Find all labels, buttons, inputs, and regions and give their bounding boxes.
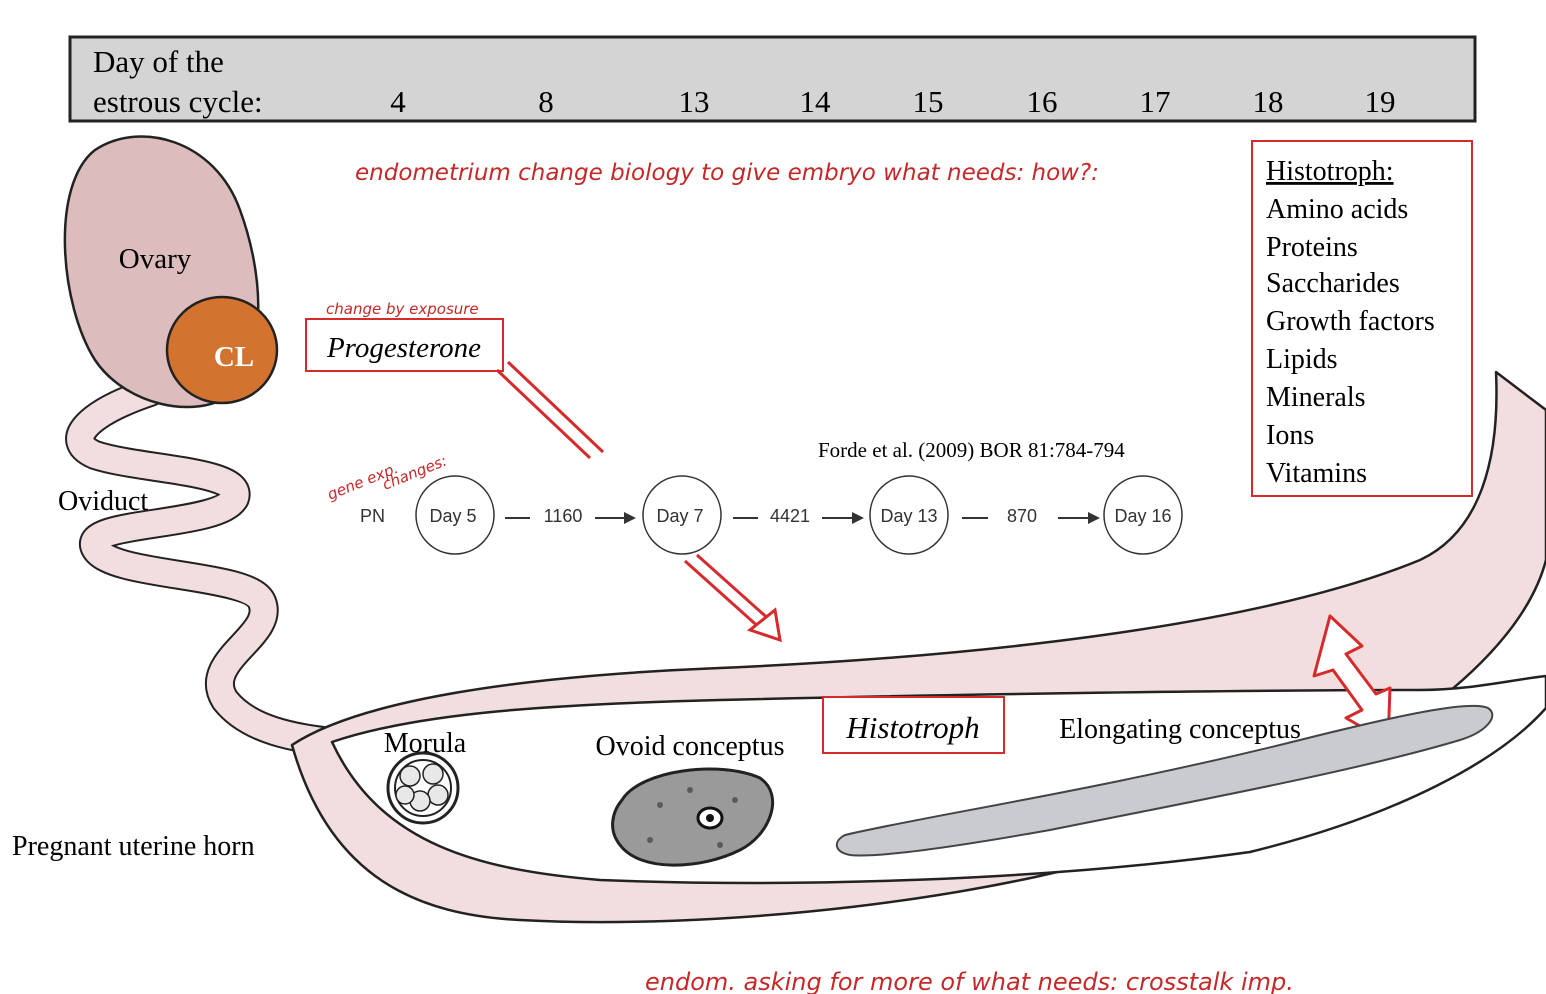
day-node (642, 475, 722, 555)
histotroph-arrow (683, 553, 782, 643)
header-label-line1: Day of the (93, 44, 224, 79)
citation: Forde et al. (2009) BOR 81:784-794 (818, 438, 1125, 462)
day-node (869, 475, 949, 555)
day-node (1103, 475, 1183, 555)
annotation-progesterone: change by exposure (326, 300, 479, 318)
histotroph-label-box: Histotroph (822, 696, 1005, 754)
annotation-top: endometrium change biology to give embry… (355, 160, 1099, 186)
morula: Morula (384, 728, 467, 825)
oviduct-label: Oviduct (58, 486, 148, 517)
day-node-label: Day 13 (880, 506, 937, 526)
header-bar (68, 35, 1477, 123)
day-node-label: Day 5 (429, 506, 476, 526)
histotroph-item: Amino acids (1266, 194, 1408, 225)
ovoid-label: Ovoid conceptus (596, 731, 785, 762)
uterine-horn-label: Pregnant uterine horn (12, 831, 255, 862)
histotroph-item: Proteins (1266, 232, 1358, 263)
histotroph-list-box: Histotroph: Amino acids Proteins Sacchar… (1251, 140, 1473, 497)
header-label-line2: estrous cycle: (93, 84, 263, 119)
day-tick: 18 (1253, 84, 1284, 119)
oviduct-tube (65, 377, 345, 757)
gene-count: 870 (1007, 506, 1037, 526)
pn-label: PN (360, 506, 385, 526)
annotation-bottom: endom. asking for more of what needs: cr… (645, 968, 1294, 994)
day-node-label: Day 7 (656, 506, 703, 526)
day-tick: 4 (390, 84, 406, 119)
histotroph-item: Lipids (1266, 344, 1338, 375)
day-node (415, 475, 495, 555)
histotroph-item: Saccharides (1266, 268, 1400, 299)
day-tick: 16 (1027, 84, 1058, 119)
progesterone-label: Progesterone (326, 332, 481, 364)
histotroph-item: Minerals (1266, 382, 1366, 413)
cl-label: CL (214, 341, 254, 373)
histotroph-center-label: Histotroph (845, 710, 979, 745)
gene-count: 1160 (544, 506, 583, 526)
histotroph-item: Growth factors (1266, 306, 1435, 337)
progesterone-box: Progesterone (305, 318, 504, 372)
day-tick: 19 (1365, 84, 1396, 119)
day-tick: 13 (679, 84, 710, 119)
day-tick: 15 (913, 84, 944, 119)
day-tick: 14 (800, 84, 832, 119)
ovary: Ovary CL (63, 135, 279, 409)
histotroph-item: Vitamins (1266, 458, 1367, 489)
histotroph-item: Ions (1266, 420, 1314, 451)
histotroph-list-title: Histotroph: (1266, 156, 1394, 187)
progesterone-arrow (495, 360, 605, 460)
ovary-label: Ovary (119, 243, 192, 275)
day-node-label: Day 16 (1114, 506, 1171, 526)
elongating-conceptus: Elongating conceptus (835, 704, 1494, 857)
day-tick: 17 (1140, 84, 1171, 119)
day-tick: 8 (538, 84, 554, 119)
gene-count: 4421 (770, 506, 810, 526)
estrous-cycle-header: Day of the estrous cycle: 4 8 13 14 15 1… (68, 35, 1477, 123)
ovoid-conceptus: Ovoid conceptus (596, 731, 785, 867)
corpus-luteum (165, 295, 279, 405)
elongating-label: Elongating conceptus (1059, 714, 1301, 745)
gene-expression-timeline: PN Day 5 1160 Day 7 4421 Day 13 870 Day … (360, 475, 1183, 555)
